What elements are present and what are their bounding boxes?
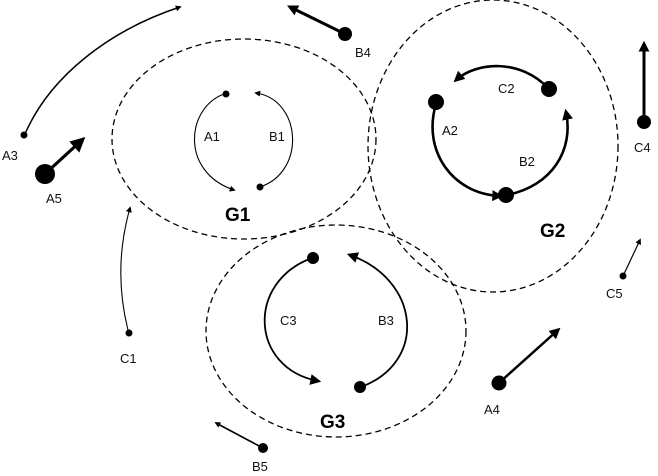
group-boundary-g1 — [111, 38, 377, 240]
agent-a3: A3 — [2, 5, 182, 163]
arrow-b2-c2 — [506, 108, 573, 197]
node-b5-dot — [258, 443, 268, 453]
arrow-c5 — [623, 238, 641, 275]
arrow-b3-c3-right — [346, 252, 408, 388]
agent-a5: A5 — [35, 136, 86, 206]
node-a2-dot — [428, 94, 444, 110]
label-a2: A2 — [442, 123, 458, 138]
node-a5-dot — [35, 164, 55, 184]
node-c4-dot — [637, 115, 651, 129]
arrow-b5 — [214, 422, 262, 448]
group-label-g2: G2 — [540, 221, 565, 242]
group-g2-cycle: A2 B2 C2 — [428, 64, 573, 203]
agent-a4: A4 — [484, 327, 561, 417]
node-c1-dot — [125, 329, 133, 337]
arrow-c1 — [120, 206, 132, 331]
node-a4-dot — [491, 375, 507, 391]
label-b2: B2 — [519, 154, 535, 169]
label-a3: A3 — [2, 148, 18, 163]
label-a1: A1 — [204, 129, 220, 144]
label-a5: A5 — [46, 191, 62, 206]
label-b3: B3 — [378, 313, 394, 328]
agent-b4: B4 — [287, 5, 371, 60]
group-boundary-g2 — [367, 0, 619, 293]
label-a4: A4 — [484, 402, 500, 417]
agent-b5: B5 — [214, 422, 268, 474]
label-b4: B4 — [355, 45, 371, 60]
group-label-g1: G1 — [225, 205, 251, 226]
label-c3: C3 — [280, 313, 297, 328]
node-b4-dot — [338, 27, 352, 41]
group-g1-cycle: A1 B1 — [194, 90, 294, 192]
arrow-a3 — [24, 5, 182, 135]
arrow-a4 — [499, 327, 561, 383]
label-c1: C1 — [120, 351, 137, 366]
node-c5-dot — [619, 272, 627, 280]
node-c3-dot — [307, 252, 319, 264]
agent-c1: C1 — [120, 206, 137, 366]
arrow-b1-a1-right — [254, 90, 294, 188]
group-g3-cycle: C3 B3 — [263, 252, 408, 393]
node-b1-dot — [256, 183, 264, 191]
label-b1: B1 — [269, 129, 285, 144]
label-c5: C5 — [606, 286, 623, 301]
node-b3-dot — [354, 381, 366, 393]
label-c2: C2 — [498, 81, 515, 96]
node-b2-dot — [498, 187, 514, 203]
label-b5: B5 — [252, 459, 268, 474]
arrow-c2-a2 — [453, 64, 550, 90]
node-a1-dot — [222, 90, 230, 98]
group-label-g3: G3 — [320, 412, 345, 433]
arrow-a2-b2 — [431, 103, 504, 202]
group-boundary-g3 — [205, 224, 467, 438]
arrow-c3-b3-left — [263, 257, 322, 385]
label-c4: C4 — [634, 140, 651, 155]
node-c2-dot — [541, 81, 557, 97]
agent-c4: C4 — [634, 40, 651, 155]
arrow-a1-b1-left — [194, 93, 236, 192]
arrow-b4 — [287, 5, 344, 35]
agent-c5: C5 — [606, 238, 641, 301]
node-a3-dot — [20, 131, 28, 139]
